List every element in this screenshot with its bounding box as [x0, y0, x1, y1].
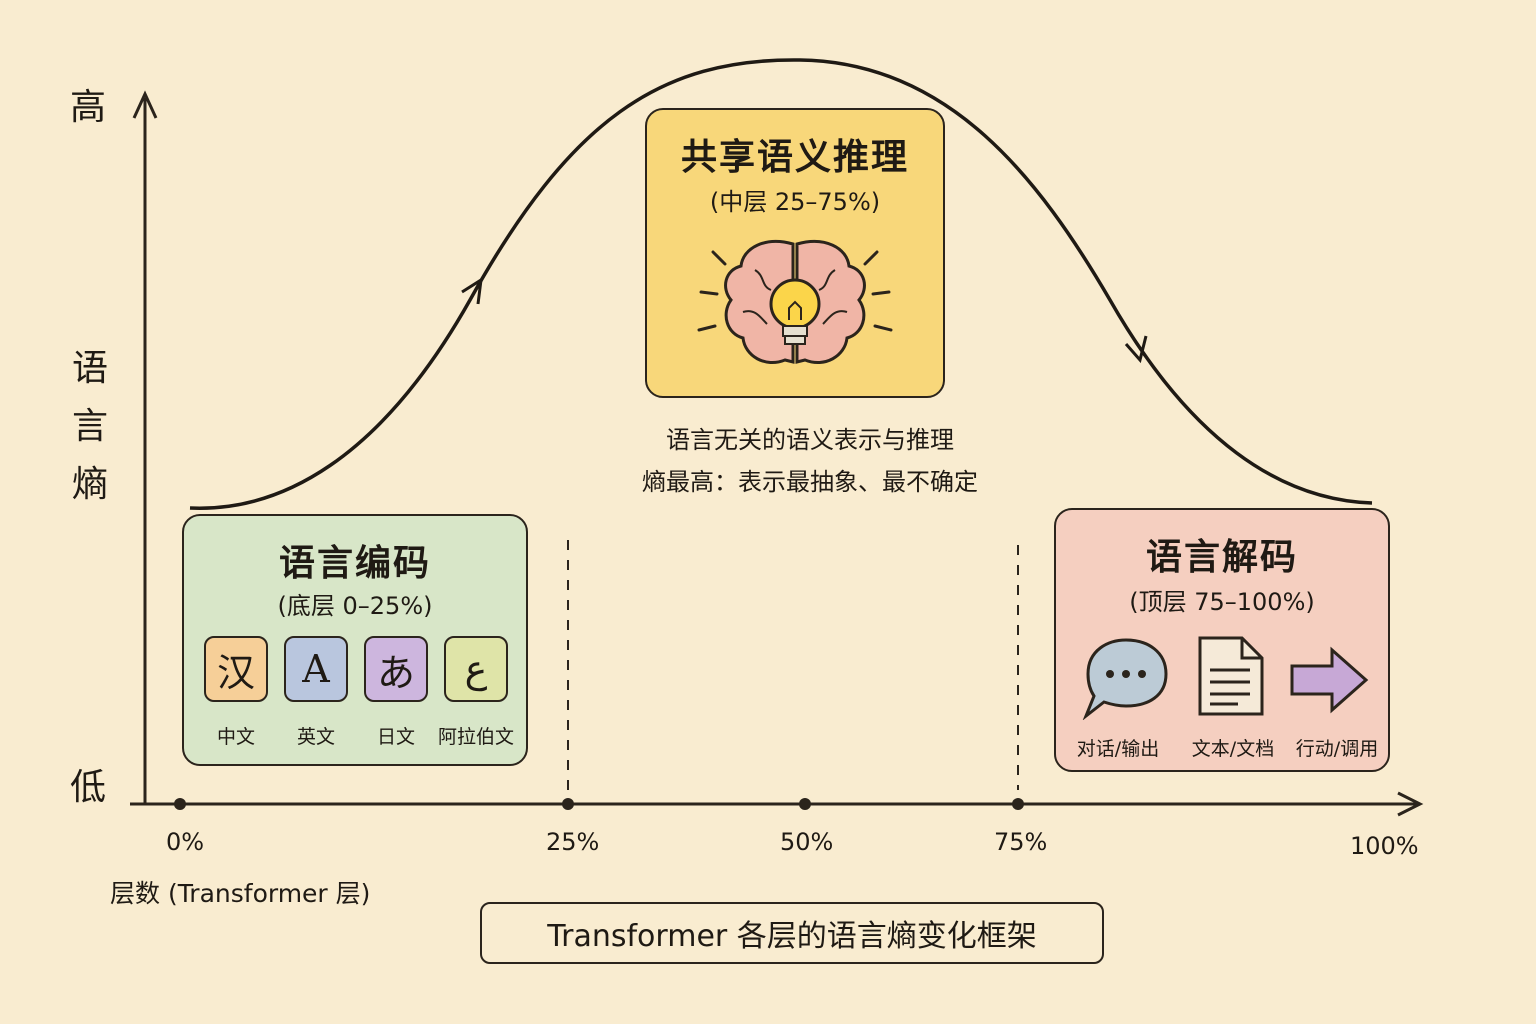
x-axis-title: 层数 (Transformer 层): [110, 879, 371, 908]
reason-box: 共享语义推理 (中层 25–75%): [645, 108, 945, 398]
curve-arrow-up: [461, 277, 483, 305]
decode-box: 语言解码 (顶层 75–100%) 对话/输出 文本/文档 行动/调用: [1054, 508, 1390, 772]
y-axis-high-label: 高: [70, 87, 107, 128]
caption-chinese: 中文: [216, 726, 255, 748]
tile-chinese-glyph: 汉: [216, 650, 255, 695]
tick-dot-25: [562, 798, 574, 810]
tile-japanese-glyph: あ: [376, 650, 415, 695]
tile-english: A: [284, 636, 348, 702]
reason-title: 共享语义推理: [680, 137, 909, 178]
x-axis-arrowhead: [1397, 791, 1424, 817]
reason-note-line2: 熵最高：表示最抽象、最不确定: [642, 468, 978, 496]
diagram-caption-text: Transformer 各层的语言熵变化框架: [547, 919, 1037, 954]
tile-arabic-glyph: ع: [464, 647, 488, 691]
x-tick-50: 50%: [780, 828, 834, 856]
diagram-caption: Transformer 各层的语言熵变化框架: [480, 902, 1104, 964]
caption-dialogue: 对话/输出: [1076, 738, 1160, 760]
reason-subtitle: (中层 25–75%): [709, 188, 881, 216]
curve-arrow-down: [1124, 335, 1148, 364]
entropy-curve: [189, 58, 1373, 510]
y-axis-arrowhead: [132, 90, 158, 119]
tile-english-glyph: A: [302, 647, 330, 691]
caption-arabic: 阿拉伯文: [437, 726, 514, 748]
tile-japanese: あ: [364, 636, 428, 702]
caption-japanese: 日文: [376, 726, 415, 748]
x-tick-75: 75%: [994, 828, 1048, 856]
decode-subtitle: (顶层 75–100%): [1129, 588, 1315, 616]
caption-action: 行动/调用: [1295, 738, 1379, 760]
x-tick-100: 100%: [1350, 832, 1419, 860]
tile-chinese: 汉: [204, 636, 268, 702]
encode-subtitle: (底层 0–25%): [277, 592, 433, 620]
x-tick-0: 0%: [166, 828, 205, 856]
brain-lightbulb-icon: [697, 239, 893, 364]
x-tick-25: 25%: [546, 828, 600, 856]
caption-document: 文本/文档: [1191, 738, 1275, 760]
document-icon: [1198, 636, 1264, 716]
tick-dot-50: [799, 798, 811, 810]
encode-title: 语言编码: [278, 543, 431, 584]
arrow-right-icon: [1290, 646, 1369, 714]
tile-arabic: ع: [444, 636, 508, 702]
decode-title: 语言解码: [1145, 537, 1298, 578]
encode-box: 语言编码 (底层 0–25%) 汉 A あ ع 中文 英文 日文 阿拉伯文: [182, 514, 528, 766]
y-axis-low-label: 低: [70, 767, 107, 808]
y-axis-title: 语言熵: [72, 348, 109, 505]
reason-note-line1: 语言无关的语义表示与推理: [666, 426, 954, 454]
tick-dot-0: [174, 798, 186, 810]
caption-english: 英文: [296, 726, 335, 748]
speech-bubble-icon: [1082, 638, 1168, 720]
tick-dot-75: [1012, 798, 1024, 810]
